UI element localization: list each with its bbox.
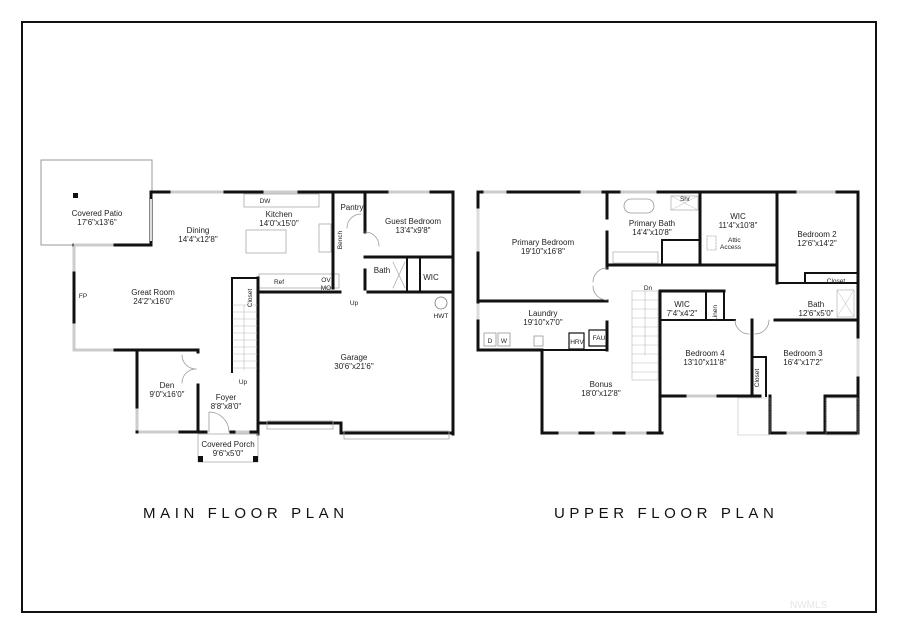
room-label-primary-bedroom: Primary Bedroom	[512, 238, 575, 247]
fixture-microwave: MO	[321, 285, 331, 292]
room-label-covered-porch: Covered Porch	[201, 440, 254, 449]
room-label-den: Den	[160, 381, 175, 390]
room-size-kitchen: 14'0"x15'0"	[259, 219, 299, 228]
room-label-upper-bath: Bath	[808, 300, 824, 309]
room-label-bedroom-2: Bedroom 2	[797, 230, 837, 239]
stair-down: Dn	[644, 285, 653, 292]
room-size-bedroom-4: 13'10"x11'8"	[683, 358, 726, 367]
room-label-kitchen: Kitchen	[266, 210, 293, 219]
room-label-laundry: Laundry	[529, 309, 558, 318]
fixture-attic: Attic	[728, 237, 741, 244]
room-size-guest-bedroom: 13'4"x9'8"	[396, 226, 431, 235]
fixture-oven: OV	[321, 277, 331, 284]
room-label-guest-bedroom: Guest Bedroom	[385, 217, 441, 226]
upper-floor-plan	[476, 190, 860, 436]
room-size-small-wic: 7'4"x4'2"	[667, 309, 698, 318]
room-label-primary-bath: Primary Bath	[629, 219, 675, 228]
stair-up-foyer: Up	[239, 379, 248, 386]
fixture-closet-bedroom-3: Closet	[754, 369, 761, 388]
room-size-foyer: 8'8"x8'0"	[211, 402, 242, 411]
room-size-bedroom-3: 16'4"x17'2"	[783, 358, 823, 367]
fixture-closet-bedroom-2: Closet	[827, 278, 846, 285]
room-label-covered-patio: Covered Patio	[72, 209, 123, 218]
fixture-bench: Bench	[337, 230, 344, 249]
fixture-fau: FAU	[593, 335, 606, 342]
room-size-great-room: 24'2"x16'0"	[133, 297, 173, 306]
fixture-fireplace: FP	[79, 293, 87, 300]
room-size-bonus: 18'0"x12'8"	[581, 389, 621, 398]
fixture-linen: Linen	[712, 305, 719, 321]
room-size-primary-bath: 14'4"x10'8"	[632, 228, 672, 237]
room-label-pantry: Pantry	[340, 203, 363, 212]
page-frame	[21, 21, 877, 613]
main-floor-title: MAIN FLOOR PLAN	[143, 505, 349, 522]
stair-up-garage: Up	[350, 300, 359, 307]
fixture-closet: Closet	[247, 289, 254, 308]
room-label-bonus: Bonus	[590, 380, 613, 389]
fixture-attic-access: Access	[720, 244, 742, 251]
room-size-upper-wic: 11'4"x10'8"	[719, 221, 758, 230]
fixture-dishwasher: DW	[260, 198, 272, 205]
room-label-bedroom-3: Bedroom 3	[783, 349, 823, 358]
room-size-dining: 14'4"x12'8"	[178, 235, 218, 244]
room-size-covered-patio: 17'6"x13'6"	[77, 218, 117, 227]
room-size-laundry: 19'10"x7'0"	[523, 318, 563, 327]
main-floor-plan	[40, 159, 455, 463]
room-size-den: 9'0"x16'0"	[150, 390, 185, 399]
room-label-dining: Dining	[187, 226, 210, 235]
room-label-bath: Bath	[374, 266, 390, 275]
room-label-great-room: Great Room	[131, 288, 175, 297]
room-size-bedroom-2: 12'6"x14'2"	[797, 239, 837, 248]
room-size-covered-porch: 9'6"x5'0"	[213, 449, 244, 458]
room-label-wic: WIC	[423, 273, 439, 282]
room-label-upper-wic: WIC	[730, 212, 746, 221]
fixture-refrigerator: Ref	[274, 279, 284, 286]
room-size-upper-bath: 12'6"x5'0"	[799, 309, 834, 318]
fixture-shower: Shr	[680, 196, 691, 203]
fixture-washer: W	[501, 338, 508, 345]
room-label-foyer: Foyer	[216, 393, 237, 402]
watermark-logo: NWMLS	[790, 600, 828, 611]
fixture-dryer: D	[488, 338, 493, 345]
fixture-water-heater: HWT	[434, 313, 449, 320]
upper-floor-title: UPPER FLOOR PLAN	[554, 505, 779, 522]
room-size-garage: 30'6"x21'6"	[334, 362, 374, 371]
room-label-small-wic: WIC	[674, 300, 690, 309]
room-label-bedroom-4: Bedroom 4	[685, 349, 725, 358]
room-size-primary-bedroom: 19'10"x16'8"	[521, 247, 565, 256]
room-label-garage: Garage	[341, 353, 368, 362]
fixture-hrv: HRV	[570, 339, 584, 346]
